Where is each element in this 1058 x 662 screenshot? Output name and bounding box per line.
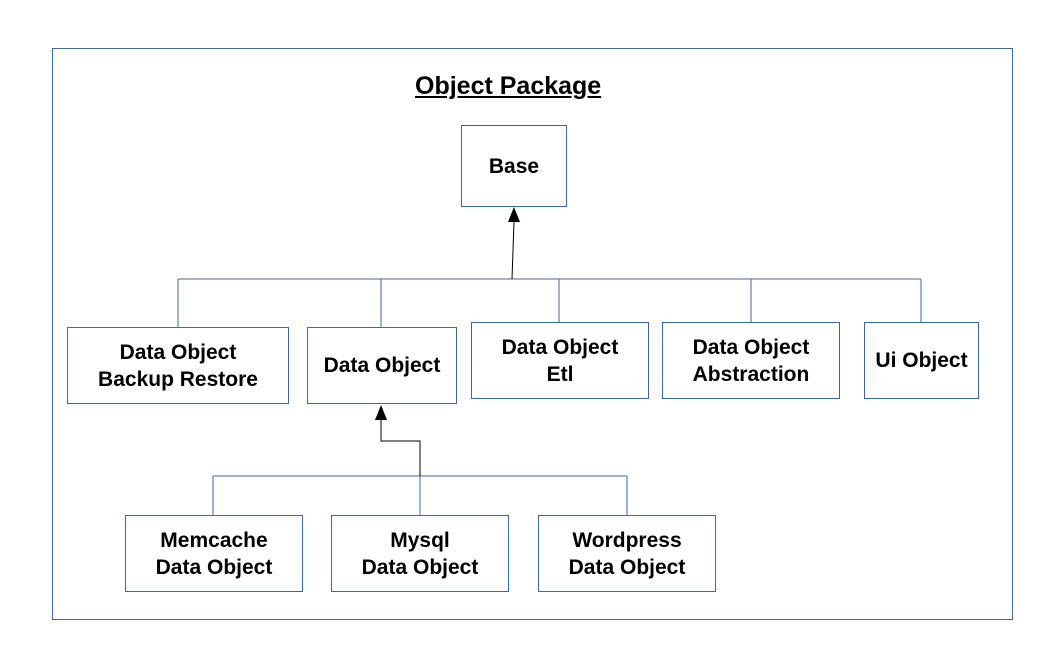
node-label-line: Etl [546, 362, 574, 386]
node-label-line: Memcache [160, 528, 268, 552]
node-label-line: Backup Restore [98, 367, 258, 391]
node-data-object-etl[interactable]: Data Object Etl [471, 322, 649, 399]
node-label-line: Mysql [390, 528, 450, 552]
package-frame [52, 48, 1013, 620]
base-arrow-head [508, 207, 520, 222]
node-label-line: Ui Object [875, 349, 968, 372]
node-label-line: Wordpress [572, 528, 682, 552]
base-inheritance-connectors [177, 278, 922, 327]
data-object-arrow-head [375, 405, 387, 420]
node-label-line: Base [488, 154, 540, 178]
node-label-line: Data Object [501, 335, 619, 359]
node-label-line: Data Object [361, 555, 479, 579]
package-title: Object Package [415, 72, 602, 100]
node-data-object[interactable]: Data Object [307, 327, 457, 404]
node-mysql-data-object[interactable]: Mysql Data Object [331, 515, 509, 592]
node-ui-object[interactable]: Ui Object [864, 322, 979, 399]
data-object-arrow-line [380, 420, 421, 476]
node-label-line: Data Object [155, 555, 273, 579]
node-label-line: Abstraction [692, 362, 810, 386]
node-wordpress-data-object[interactable]: Wordpress Data Object [538, 515, 716, 592]
node-label-line: Data Object [119, 340, 237, 364]
node-data-object-abstraction[interactable]: Data Object Abstraction [662, 322, 840, 399]
base-arrow-line [511, 221, 515, 280]
node-label-line: Data Object [692, 335, 810, 359]
node-data-object-backup-restore[interactable]: Data Object Backup Restore [67, 327, 289, 404]
node-label-line: Data Object [323, 354, 441, 377]
node-base[interactable]: Base [461, 125, 567, 207]
node-memcache-data-object[interactable]: Memcache Data Object [125, 515, 303, 592]
node-label-line: Data Object [568, 555, 686, 579]
